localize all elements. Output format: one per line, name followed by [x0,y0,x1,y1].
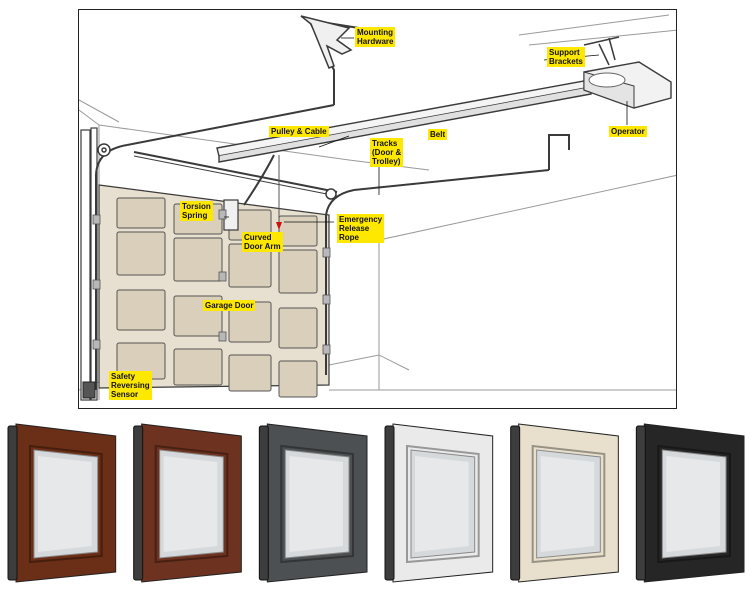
panel-bevel [406,444,480,564]
hinge [218,271,227,282]
panel-bevel [280,444,354,564]
label-tracks: Tracks (Door & Trolley) [370,138,404,167]
panel-samples-drawing [7,423,745,583]
hinge [218,209,227,220]
panel-edge-profile [510,425,521,581]
diagram-drawing [79,14,676,401]
panel-bevel [531,444,606,564]
door-panel [116,231,166,276]
door-hinges [92,209,331,355]
panel-glass-highlight [666,456,720,552]
panel-edge-profile [133,425,144,581]
panel-sample-almond [510,423,619,583]
hinge [322,344,331,355]
door-panel [228,354,272,392]
hinge [218,331,227,342]
panel-glass-highlight [163,456,218,552]
panel-sample-charcoal-gray [258,423,368,583]
garage-door-diagram: Mounting Hardware Support Brackets Pulle… [78,9,677,409]
door-panel [278,249,318,294]
support-brackets-shape [583,36,620,66]
opener-rail [216,79,592,163]
label-torsion-spring: Torsion Spring [180,201,213,221]
label-belt: Belt [428,129,448,140]
label-pulley-cable: Pulley & Cable [269,126,329,137]
panel-sample-mahogany-woodgrain [133,423,242,583]
safety-sensor-unit [82,381,96,399]
door-panel [116,197,166,229]
panel-bevel [154,444,229,564]
hinge [92,214,101,225]
panel-glass-highlight [415,456,469,552]
release-rope [276,155,282,230]
panel-edge-profile [384,425,395,581]
panel-glass-highlight [289,456,343,552]
door-panel [116,289,166,331]
hinge [322,247,331,258]
label-garage-door: Garage Door [203,300,256,311]
panel-edge-profile [635,425,646,581]
label-mounting-hardware: Mounting Hardware [355,27,396,47]
hinge [322,294,331,305]
operator-unit [583,61,672,109]
door-panel [278,215,318,247]
panel-glass-highlight [540,456,595,552]
door-jamb [80,127,98,401]
label-safety-reversing-sensor: Safety Reversing Sensor [109,371,152,400]
door-panel [278,360,318,398]
vertical-track [95,144,355,390]
label-curved-door-arm: Curved Door Arm [242,232,283,252]
hinge [92,279,101,290]
panel-sample-white [384,423,494,583]
label-support-brackets: Support Brackets [547,47,585,67]
panel-color-samples [0,418,754,590]
garage-door-panels [98,184,330,398]
panel-sample-black [635,423,745,583]
panel-glass-highlight [38,456,92,552]
pulley-drums [97,143,337,200]
label-emergency-release-rope: Emergency Release Rope [337,214,385,243]
panel-sample-dark-woodgrain [7,423,117,583]
hinge [92,339,101,350]
panel-edge-profile [258,425,269,581]
panel-bevel [657,444,731,564]
torsion-bar [133,151,338,197]
panel-bevel [29,444,103,564]
label-operator: Operator [609,126,647,137]
panel-edge-profile [7,425,18,581]
mounting-hardware-bracket [300,15,353,69]
door-panel [173,237,223,282]
door-panel [173,348,223,386]
door-panel [278,307,318,349]
